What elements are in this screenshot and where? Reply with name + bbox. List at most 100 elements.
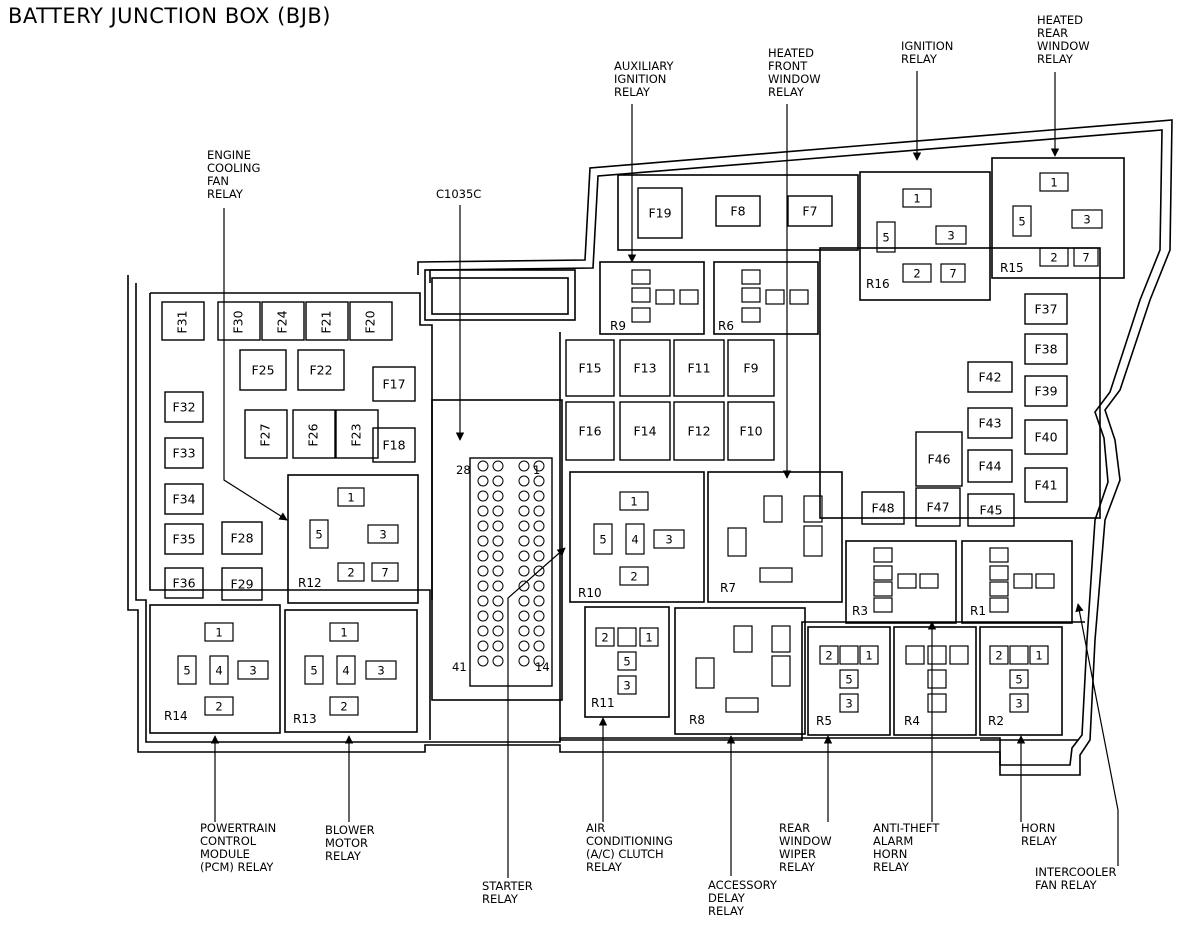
battery-cable-housing — [424, 269, 576, 321]
connector-pin-number: 14 — [535, 660, 550, 674]
callout-text-line: RELAY — [614, 85, 651, 99]
relay-terminal — [989, 645, 1009, 665]
relay-terminal — [876, 221, 896, 253]
fuse-body — [164, 567, 204, 599]
terminal-number: 2 — [347, 566, 354, 580]
callout-text-line: RELAY — [207, 187, 244, 201]
terminal-number: 7 — [1082, 251, 1089, 265]
relay-terminal — [902, 188, 932, 208]
fuse-body — [967, 407, 1013, 439]
fuse-f10: F10 — [727, 401, 775, 461]
callout-text-line: DELAY — [708, 891, 746, 905]
terminal-number: 2 — [825, 649, 832, 663]
fuse-f41: F41 — [1024, 467, 1068, 503]
callout-text-line: ALARM — [873, 834, 913, 848]
terminal-number: 3 — [947, 229, 954, 243]
connector-pin — [477, 505, 489, 517]
fuse-body — [239, 349, 287, 391]
connector-pin — [477, 475, 489, 487]
relay-terminal — [789, 289, 809, 305]
connector-pin — [477, 610, 489, 622]
relay-terminal — [237, 660, 269, 680]
relay-body — [149, 604, 281, 734]
relay-terminal — [593, 523, 613, 555]
terminal-number: 1 — [215, 626, 222, 640]
callout-text-line: FRONT — [768, 59, 808, 73]
fuse-f15: F15 — [565, 339, 615, 397]
relay-body — [807, 626, 891, 736]
relay-terminal — [631, 307, 651, 323]
connector-pin — [477, 640, 489, 652]
terminal-number: 2 — [913, 267, 920, 281]
fuse-body — [217, 301, 261, 341]
terminal-number: 7 — [381, 566, 388, 580]
connector-pin — [477, 520, 489, 532]
fuse-label-f43: F43 — [978, 416, 1001, 431]
relay-terminal — [336, 655, 356, 685]
connector-pin-number: 1 — [533, 463, 540, 477]
fuse-body — [244, 409, 288, 459]
fuse-label-f47: F47 — [926, 500, 949, 515]
fuse-label-f22: F22 — [309, 363, 332, 378]
relay-body — [707, 471, 843, 603]
connector-body — [469, 457, 553, 687]
connector-pin — [518, 640, 530, 652]
fuse-label-f36: F36 — [172, 576, 195, 591]
callout-text-line: REAR — [779, 821, 810, 835]
relay-terminal — [919, 573, 939, 589]
connector-pin — [518, 550, 530, 562]
relay-terminal — [989, 547, 1009, 563]
fuse-label-f27: F27 — [258, 423, 273, 446]
relay-r6: R6 — [713, 261, 819, 335]
relay-terminal — [337, 562, 365, 582]
fuse-f25: F25 — [239, 349, 287, 391]
connector-pin — [492, 610, 504, 622]
fuse-body — [164, 391, 204, 423]
relay-terminal — [803, 495, 823, 523]
relay-label-r7: R7 — [720, 581, 736, 595]
top-fuse-block — [617, 174, 859, 251]
fuse-label-f24: F24 — [275, 310, 290, 333]
terminal-number: 1 — [1050, 176, 1057, 190]
relay-terminal — [859, 645, 879, 665]
fuse-body — [619, 339, 671, 397]
terminal-number: 4 — [215, 664, 222, 678]
callout-c1035c: C1035C — [436, 187, 481, 441]
relay-label-r16: R16 — [866, 277, 890, 291]
relay-terminal — [741, 307, 761, 323]
fuse-body — [787, 195, 833, 227]
connector-pin — [477, 625, 489, 637]
terminal-number: 3 — [249, 664, 256, 678]
connector-pin — [533, 640, 545, 652]
relay-terminal — [337, 487, 365, 507]
fuse-body — [727, 339, 775, 397]
relay-terminal — [741, 269, 761, 285]
callout-text-line: RELAY — [482, 892, 519, 906]
connector-pin — [533, 625, 545, 637]
relay-terminal — [839, 645, 859, 665]
terminal-number: 4 — [342, 664, 349, 678]
fuse-f19: F19 — [637, 187, 683, 239]
connector-pin — [533, 475, 545, 487]
fuse-label-f32: F32 — [172, 400, 195, 415]
fuse-f8: F8 — [715, 195, 761, 227]
relay-body — [287, 474, 419, 604]
connector-pin — [477, 655, 489, 667]
connector-pin — [477, 535, 489, 547]
relay-terminal — [1009, 693, 1029, 713]
relay-terminal — [1035, 573, 1055, 589]
callout-text-line: IGNITION — [614, 72, 666, 86]
relay-r9: R9 — [599, 261, 705, 335]
fuse-body — [161, 301, 205, 341]
connector-pin — [518, 595, 530, 607]
relay-terminal — [940, 263, 966, 283]
fuse-body — [164, 437, 204, 469]
fuse-label-f16: F16 — [578, 424, 601, 439]
fuse-label-f12: F12 — [687, 424, 710, 439]
